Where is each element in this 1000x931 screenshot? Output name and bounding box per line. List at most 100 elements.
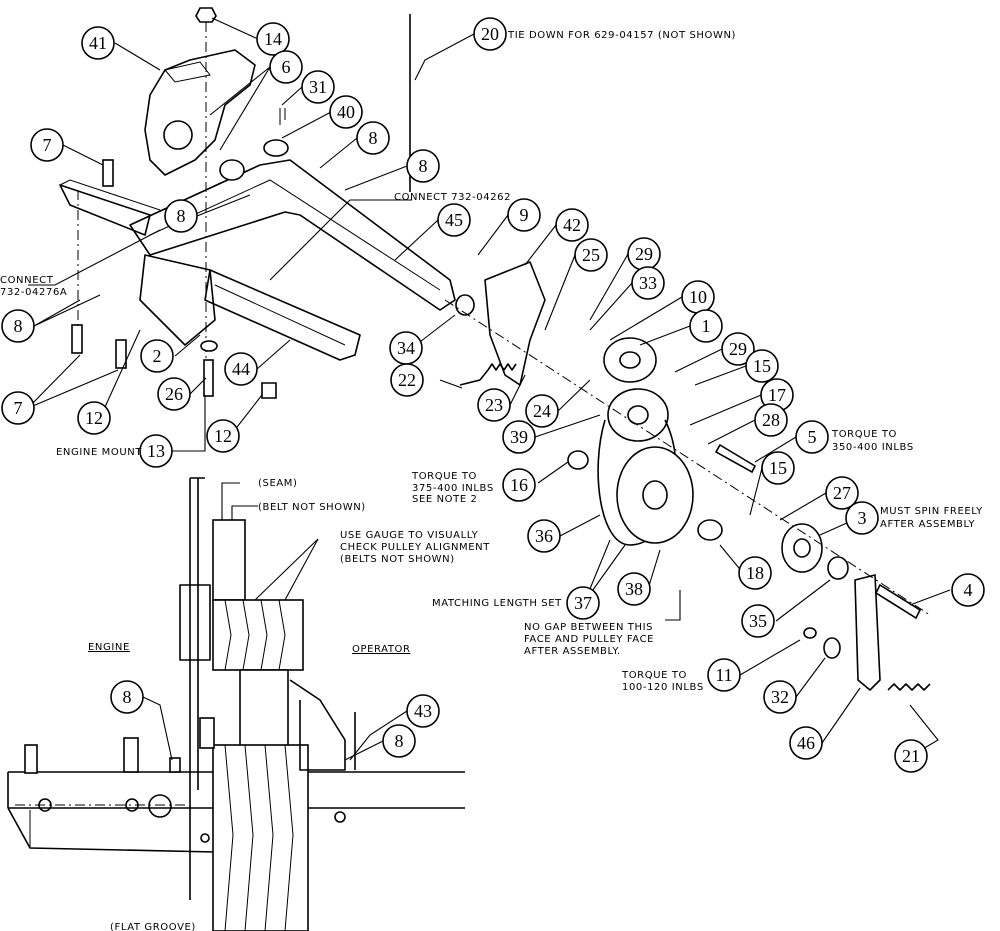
callout-29-a: 29	[627, 237, 661, 271]
callout-7-bottom: 7	[1, 391, 35, 425]
leader-lines	[27, 17, 951, 761]
note-nogap-1: NO GAP BETWEEN THIS	[524, 622, 653, 633]
svg-text:7: 7	[43, 135, 52, 155]
note-seam: (SEAM)	[258, 478, 298, 489]
note-gauge-2: CHECK PULLEY ALIGNMENT	[340, 542, 490, 553]
note-torque-11-1: TORQUE TO	[621, 670, 687, 681]
note-flat-groove: (FLAT GROOVE)	[110, 922, 196, 931]
bolt-11	[803, 627, 817, 639]
engine-plate	[189, 477, 205, 900]
frame-rail-left	[59, 184, 151, 236]
idler-arm-46	[854, 574, 881, 691]
svg-text:12: 12	[214, 426, 232, 446]
callout-9: 9	[507, 198, 541, 232]
callout-20: 20	[473, 17, 507, 51]
svg-text:29: 29	[729, 339, 747, 359]
svg-text:40: 40	[337, 102, 355, 122]
engine-bracket	[179, 584, 211, 661]
callout-45: 45	[437, 203, 471, 237]
svg-text:29: 29	[635, 244, 653, 264]
note-tie-down: TIE DOWN FOR 629-04157 (NOT SHOWN)	[507, 30, 736, 41]
svg-text:8: 8	[395, 731, 404, 751]
section-upper-pulley	[212, 599, 304, 671]
note-connect-left-1: CONNECT	[0, 275, 54, 286]
callout-3: 3	[845, 501, 879, 535]
bolt-7-b	[115, 339, 127, 369]
svg-text:45: 45	[445, 210, 463, 230]
section-bolt-8	[169, 757, 181, 773]
callout-27: 27	[825, 476, 859, 510]
section-bolt-left	[24, 744, 38, 774]
callout-4: 4	[951, 573, 985, 607]
callout-31: 31	[301, 70, 335, 104]
svg-text:1: 1	[702, 316, 711, 336]
svg-text:13: 13	[147, 441, 165, 461]
svg-text:8: 8	[14, 316, 23, 336]
note-gauge-1: USE GAUGE TO VISUALLY	[340, 530, 479, 541]
callout-2: 2	[140, 339, 174, 373]
callout-10: 10	[681, 280, 715, 314]
svg-text:3: 3	[858, 508, 867, 528]
callout-39: 39	[502, 420, 536, 454]
svg-text:35: 35	[749, 611, 767, 631]
svg-text:16: 16	[510, 475, 528, 495]
svg-text:36: 36	[535, 526, 553, 546]
svg-text:9: 9	[520, 205, 529, 225]
callout-8-b: 8	[406, 149, 440, 183]
callout-12-b: 12	[206, 419, 240, 453]
callout-28: 28	[754, 403, 788, 437]
callout-8-c: 8	[164, 199, 198, 233]
note-connect-left-2: 732-04276A	[0, 287, 67, 298]
svg-text:4: 4	[964, 580, 973, 600]
svg-text:23: 23	[485, 395, 503, 415]
callout-38: 38	[617, 572, 651, 606]
note-torque-5-1: TORQUE TO	[831, 429, 897, 440]
callout-40: 40	[329, 95, 363, 129]
note-engine: ENGINE	[88, 642, 130, 653]
spacer-18	[697, 519, 723, 541]
callout-15-a: 15	[745, 349, 779, 383]
svg-text:22: 22	[398, 370, 416, 390]
note-torque-5-2: 350-400 INLBS	[832, 442, 914, 453]
note-gauge-3: (BELTS NOT SHOWN)	[340, 554, 455, 565]
frame-rail-left-edge	[59, 179, 161, 211]
svg-text:46: 46	[797, 733, 815, 753]
bolt-5	[714, 443, 757, 474]
callout-6: 6	[269, 50, 303, 84]
section-upper-grooves	[224, 599, 286, 671]
callout-23: 23	[477, 388, 511, 422]
section-frame-hole-5	[334, 811, 346, 823]
svg-text:26: 26	[165, 384, 183, 404]
callout-15-b: 15	[761, 451, 795, 485]
callout-26: 26	[157, 377, 191, 411]
note-operator: OPERATOR	[352, 644, 411, 655]
callout-24: 24	[525, 394, 559, 428]
callout-16: 16	[502, 468, 536, 502]
callout-25: 25	[574, 238, 608, 272]
callouts: 41 14 6 31 40 7 8 8 8 20 45 9 42 29 25 3…	[1, 17, 985, 773]
pulley-1-hub	[619, 351, 641, 369]
svg-text:14: 14	[264, 29, 282, 49]
svg-text:15: 15	[753, 356, 771, 376]
svg-text:8: 8	[123, 687, 132, 707]
spacer-16	[567, 450, 589, 470]
shield-plate-tab	[164, 61, 211, 83]
callout-14: 14	[256, 22, 290, 56]
section-bolt-center	[123, 737, 139, 773]
svg-text:7: 7	[14, 398, 23, 418]
svg-text:34: 34	[397, 338, 415, 358]
section-idler-bracket	[289, 679, 346, 771]
callout-5: 5	[795, 420, 829, 454]
note-spin-1: MUST SPIN FREELY	[880, 506, 983, 517]
svg-text:44: 44	[232, 359, 250, 379]
note-matching: MATCHING LENGTH SET	[432, 598, 562, 609]
note-connect-732-04262: CONNECT 732-04262	[394, 192, 511, 203]
callout-11: 11	[707, 658, 741, 692]
section-lower-pulley	[212, 744, 309, 931]
frame-rail-45	[129, 159, 456, 311]
spring-21	[887, 683, 931, 691]
section-frame-hole-3	[148, 794, 172, 818]
svg-text:15: 15	[769, 458, 787, 478]
spacer-35	[827, 556, 849, 580]
